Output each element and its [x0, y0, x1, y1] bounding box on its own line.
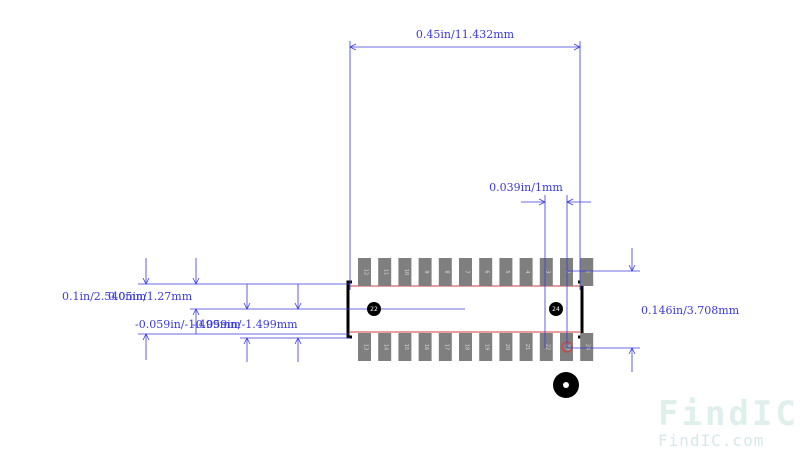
bottom-row-pad-label: 23: [565, 344, 571, 350]
bottom-row-pad-label: 14: [383, 344, 389, 350]
top-row-pad: 12: [358, 258, 371, 286]
dimension-lines: [138, 41, 640, 372]
dim-row-gap: 0.05in/1.27mm: [108, 290, 193, 303]
bottom-row-pad: 24: [580, 333, 594, 361]
bottom-row-pad: 19: [479, 333, 493, 361]
bottom-row-pad: 23: [560, 333, 573, 361]
top-row-pad-label: 8: [443, 270, 449, 273]
top-row-pad: 8: [438, 258, 452, 286]
top-row-pad-label: 10: [403, 269, 409, 275]
bottom-row-pad: 14: [378, 333, 392, 361]
top-row-pad: 6: [479, 258, 493, 286]
top-row-pad-label: 6: [484, 270, 490, 273]
top-row-pad-label: 12: [363, 269, 369, 275]
bottom-row-pad-label: 21: [524, 344, 530, 350]
dim-body-height: 0.146in/3.708mm: [641, 304, 740, 317]
top-row-pad: 3: [539, 258, 553, 286]
dim-overall-width: 0.45in/11.432mm: [416, 28, 515, 41]
orientation-mark: [553, 372, 579, 398]
top-row-pad: 1: [580, 258, 594, 286]
bottom-row-pad: 17: [438, 333, 452, 361]
dim-pad-height: 0.1in/2.540mm: [62, 290, 147, 303]
marker-left: 22: [367, 302, 381, 316]
top-row-pad: 9: [418, 258, 432, 286]
top-row-pad-label: 4: [524, 270, 530, 273]
svg-text:24: 24: [552, 306, 560, 313]
pad-row-top: 12 11 10 9 8 7 6 5 4 3 2 1: [358, 258, 594, 286]
top-row-pad: 11: [378, 258, 392, 286]
svg-text:22: 22: [370, 306, 378, 313]
bottom-row-pad: 13: [358, 333, 371, 361]
bottom-row-pad-label: 22: [544, 344, 550, 350]
bottom-row-pad-label: 24: [585, 344, 591, 350]
bottom-row-pad: 16: [418, 333, 432, 361]
bottom-row-pad: 15: [398, 333, 412, 361]
top-row-pad: 4: [519, 258, 533, 286]
top-row-pad-label: 3: [544, 270, 550, 273]
bottom-row-pad-label: 18: [464, 344, 470, 350]
component-outline: [346, 280, 584, 339]
bottom-row-pad-label: 19: [484, 344, 490, 350]
top-row-pad: 7: [459, 258, 472, 286]
top-row-pad-label: 2: [565, 270, 571, 273]
bottom-row-pad: 21: [519, 333, 533, 361]
marker-right: 24: [549, 302, 563, 316]
top-row-pad-label: 11: [383, 269, 389, 275]
dim-offset-y: -0.059in/-1.499mm: [135, 318, 241, 331]
top-row-pad: 2: [560, 258, 573, 286]
pad-row-bottom: 13 14 15 16 17 18 19 20 21 22 23 24: [358, 333, 594, 361]
bottom-row-pad: 22: [539, 333, 553, 361]
dim-pad-pitch: 0.039in/1mm: [489, 181, 563, 194]
bottom-row-pad: 20: [499, 333, 513, 361]
top-row-pad-label: 1: [585, 270, 591, 273]
top-row-pad-label: 9: [423, 270, 429, 273]
top-row-pad: 10: [398, 258, 412, 286]
bottom-row-pad: 18: [459, 333, 472, 361]
top-row-pad-label: 7: [464, 270, 470, 273]
top-row-pad-label: 5: [504, 270, 510, 273]
bottom-row-pad-label: 17: [443, 344, 449, 350]
bottom-row-pad-label: 16: [423, 344, 429, 350]
dim-offset-y-dup: -0.059in/-1.499mm: [192, 318, 298, 331]
watermark-logo: FindIC: [658, 394, 799, 434]
watermark-url: FindIC.com: [658, 431, 764, 450]
bottom-row-pad-label: 20: [504, 344, 510, 350]
bottom-row-pad-label: 13: [363, 344, 369, 350]
bottom-row-pad-label: 15: [403, 344, 409, 350]
top-row-pad: 5: [499, 258, 513, 286]
